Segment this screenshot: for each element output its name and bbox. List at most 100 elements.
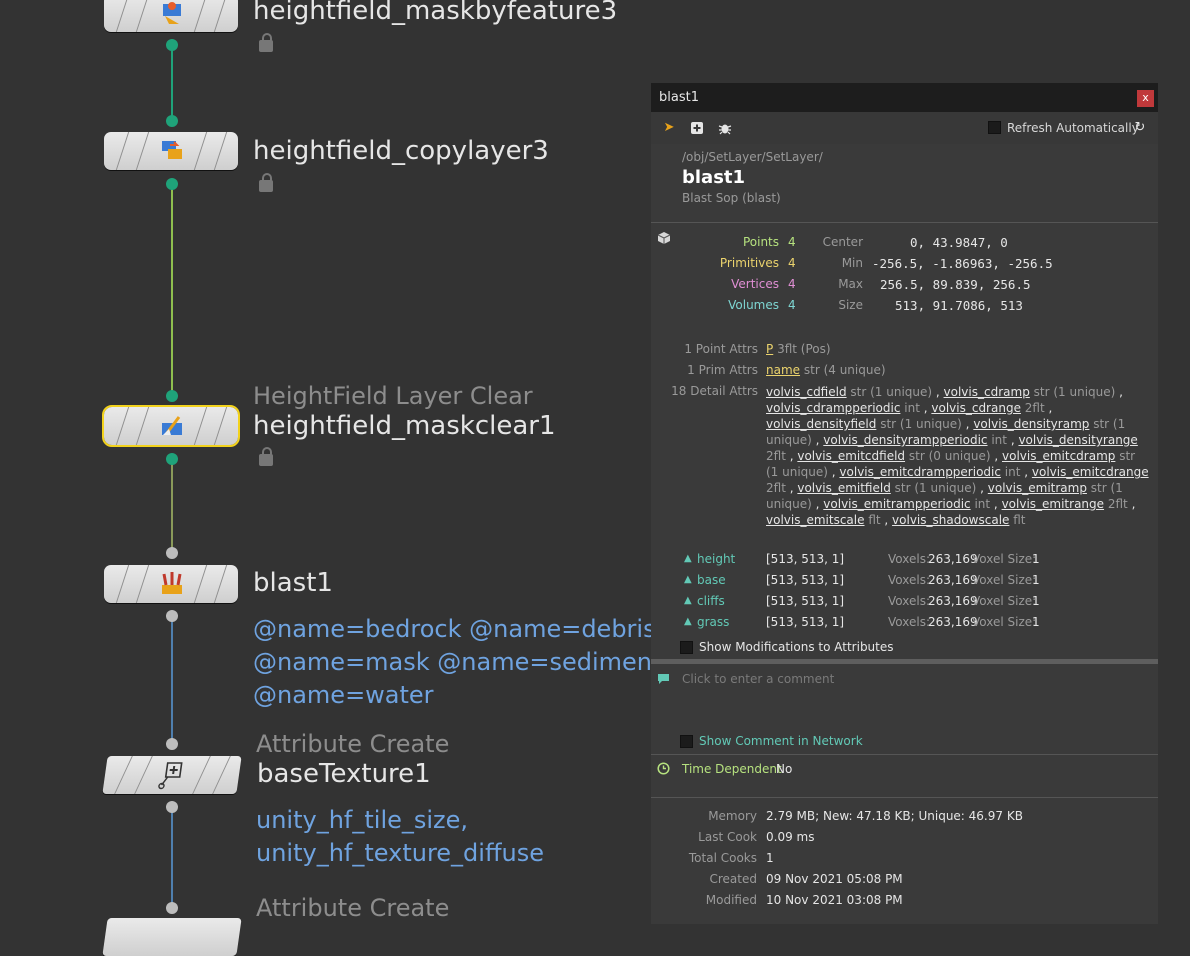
attr-link[interactable]: volvis_densityramp [973,417,1090,431]
volume-icon: ▲ [684,574,692,585]
points-label: Points [742,235,779,249]
max-label: Max [838,277,863,291]
lock-icon[interactable] [259,447,273,466]
node-info-panel: blast1 x ➤ Refresh Automatically ↻ /obj/… [651,83,1158,924]
attr-link[interactable]: volvis_cdramp [943,385,1030,399]
show-mods-checkbox[interactable] [680,641,693,654]
wire [171,459,173,553]
attr-link[interactable]: volvis_cdrampperiodic [766,401,901,415]
attr-link[interactable]: P [766,342,774,356]
section-divider [651,754,1158,755]
info-label: Total Cooks [688,851,757,865]
voxels-label: Voxels: [888,594,930,608]
show-mods-label: Show Modifications to Attributes [699,640,894,654]
voxel-size-label: Voxel Size: [972,552,1037,566]
voxel-size-value: 1 [1032,573,1040,587]
volume-res: [513, 513, 1] [766,594,845,608]
node-name[interactable]: heightfield_copylayer3 [253,136,549,166]
node-name[interactable]: blast1 [253,568,333,598]
points-value: 4 [788,235,796,249]
node-tile[interactable] [104,565,238,603]
output-connector[interactable] [166,453,178,465]
attr-link[interactable]: volvis_cdfield [766,385,847,399]
node-type: Attribute Create [256,894,450,922]
attr-type: flt [868,513,881,527]
close-button[interactable]: x [1137,90,1154,107]
wire [171,807,173,908]
attr-link[interactable]: volvis_emitcdfield [797,449,906,463]
voxels-value: 263,169 [928,552,978,566]
show-comment-label: Show Comment in Network [699,734,863,748]
attr-link[interactable]: volvis_emitcdramp [1002,449,1116,463]
add-icon[interactable] [690,121,704,135]
node-tile-selected[interactable] [102,405,240,447]
center-label: Center [822,235,863,249]
input-connector[interactable] [166,390,178,402]
info-value: 2.79 MB; New: 47.18 KB; Unique: 46.97 KB [766,809,1023,823]
input-connector[interactable] [166,547,178,559]
node-tile[interactable] [102,756,242,794]
voxel-size-value: 1 [1032,615,1040,629]
attr-link[interactable]: volvis_densityrampperiodic [823,433,988,447]
input-connector[interactable] [166,115,178,127]
attr-type: 2flt [766,449,786,463]
comment-field[interactable]: Click to enter a comment [682,672,835,686]
center-value: 0, 43.9847, 0 [910,235,1008,250]
attr-link[interactable]: volvis_emitramp [987,481,1087,495]
wire [171,616,173,744]
attr-type: 2flt [1024,401,1045,415]
mask-feature-icon [163,2,181,24]
voxel-size-value: 1 [1032,594,1040,608]
refresh-checkbox[interactable] [988,121,1001,134]
input-connector[interactable] [166,738,178,750]
attr-type: flt [1013,513,1026,527]
output-connector[interactable] [166,178,178,190]
voxels-value: 263,169 [928,573,978,587]
output-connector[interactable] [166,39,178,51]
attr-link[interactable]: volvis_emitrange [1001,497,1105,511]
node-name[interactable]: baseTexture1 [257,759,431,789]
node-name[interactable]: heightfield_maskbyfeature3 [253,0,618,26]
attr-link[interactable]: volvis_densityfield [766,417,877,431]
volumes-value: 4 [788,298,796,312]
attr-link[interactable]: name [766,363,801,377]
output-connector[interactable] [166,801,178,813]
lock-icon[interactable] [259,173,273,192]
attr-type: str (1 unique) [850,385,933,399]
attr-type: str (4 unique) [803,363,886,377]
info-label: Last Cook [698,830,757,844]
lock-icon[interactable] [259,33,273,52]
wire [171,44,173,121]
input-connector[interactable] [166,902,178,914]
attr-link[interactable]: volvis_cdrange [931,401,1021,415]
info-value: 09 Nov 2021 05:08 PM [766,872,903,886]
refresh-icon[interactable]: ↻ [1134,120,1146,135]
volume-name: grass [697,615,730,629]
attr-link[interactable]: volvis_shadowscale [892,513,1010,527]
mask-clear-icon [162,416,182,435]
attr-link[interactable]: volvis_emitrampperiodic [823,497,971,511]
node-name[interactable]: heightfield_maskclear1 [253,411,556,441]
attr-link[interactable]: volvis_emitfield [797,481,891,495]
voxel-size-label: Voxel Size: [972,573,1037,587]
section-divider [651,797,1158,798]
panel-title-bar[interactable]: blast1 x [651,83,1158,112]
attr-type: str (1 unique) [766,449,1136,479]
max-value: 256.5, 89.839, 256.5 [880,277,1031,292]
node-tile[interactable] [104,132,238,170]
node-header: /obj/SetLayer/SetLayer/ blast1 Blast Sop… [651,144,1158,223]
panel-title: blast1 [659,90,699,105]
pin-icon[interactable]: ➤ [663,120,675,135]
node-tile[interactable] [104,0,238,32]
prim-attrs: name str (4 unique) [766,363,886,377]
show-comment-checkbox[interactable] [680,735,693,748]
node-type-label: Blast Sop (blast) [682,191,781,205]
attr-link[interactable]: volvis_emitcdrange [1031,465,1149,479]
output-connector[interactable] [166,610,178,622]
attr-link[interactable]: volvis_emitscale [766,513,865,527]
attr-link[interactable]: volvis_densityrange [1018,433,1138,447]
volume-res: [513, 513, 1] [766,552,845,566]
attr-link[interactable]: volvis_emitcdrampperiodic [839,465,1001,479]
debug-icon[interactable] [718,121,732,135]
